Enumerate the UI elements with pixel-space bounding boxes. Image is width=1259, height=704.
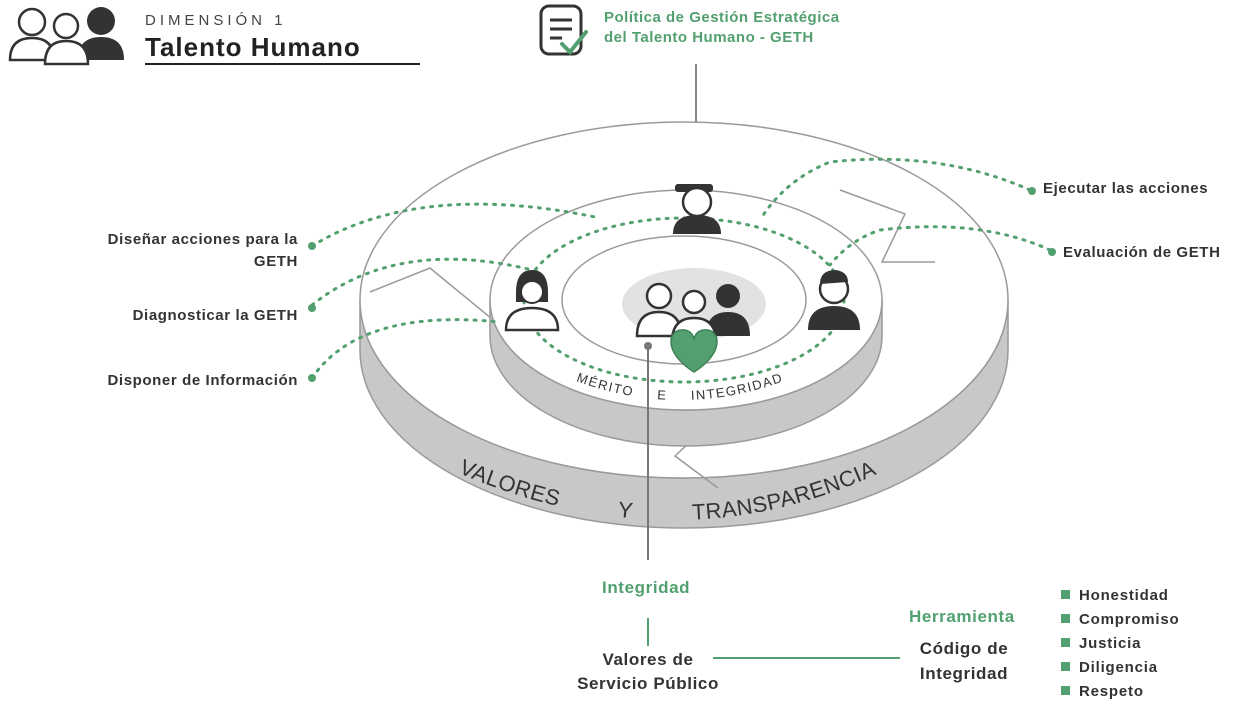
list-item: Justicia — [1061, 632, 1180, 656]
person-icon — [504, 270, 560, 332]
valores-servicio-line-1: Valores de — [602, 650, 694, 669]
herramienta-label: Herramienta — [909, 607, 1015, 626]
codigo-line-1: Código de — [919, 639, 1009, 658]
person-icon — [808, 270, 860, 330]
valores-servicio-line-2: Servicio Público — [577, 674, 719, 693]
label-disponer: Disponer de Información — [107, 372, 298, 389]
list-item: Respeto — [1061, 680, 1180, 704]
page-title: Talento Humano — [145, 32, 361, 62]
label-disenar-line-1: Diseñar acciones para la — [107, 231, 298, 248]
policy-line-2: del Talento Humano - GETH — [604, 29, 814, 46]
label-diagnosticar: Diagnosticar la GETH — [132, 307, 298, 324]
checklist-document-icon — [539, 4, 588, 56]
people-group-icon — [8, 7, 124, 66]
heart-icon — [670, 329, 718, 373]
person-icon — [673, 184, 721, 234]
label-disenar-line-2: GETH — [253, 253, 298, 270]
codigo-integridad: Código de Integridad — [903, 636, 1025, 686]
label-evaluacion: Evaluación de GETH — [1063, 244, 1221, 261]
codigo-line-2: Integridad — [919, 664, 1009, 683]
list-item: Diligencia — [1061, 656, 1180, 680]
list-item: Honestidad — [1061, 584, 1180, 608]
label-disenar: Diseñar acciones para la GETH — [108, 229, 298, 273]
integridad-label: Integridad — [602, 578, 691, 597]
valores-list: Honestidad Compromiso Justicia Diligenci… — [1061, 584, 1180, 704]
list-item: Compromiso — [1061, 608, 1180, 632]
label-ejecutar: Ejecutar las acciones — [1043, 180, 1209, 197]
policy-title: Política de Gestión Estratégica del Tale… — [604, 8, 840, 48]
policy-line-1: Política de Gestión Estratégica — [604, 9, 840, 26]
dimension-kicker: DIMENSIÓN 1 — [145, 12, 287, 29]
people-group-icon — [635, 282, 750, 344]
valores-servicio-publico: Valores de Servicio Público — [556, 648, 740, 696]
